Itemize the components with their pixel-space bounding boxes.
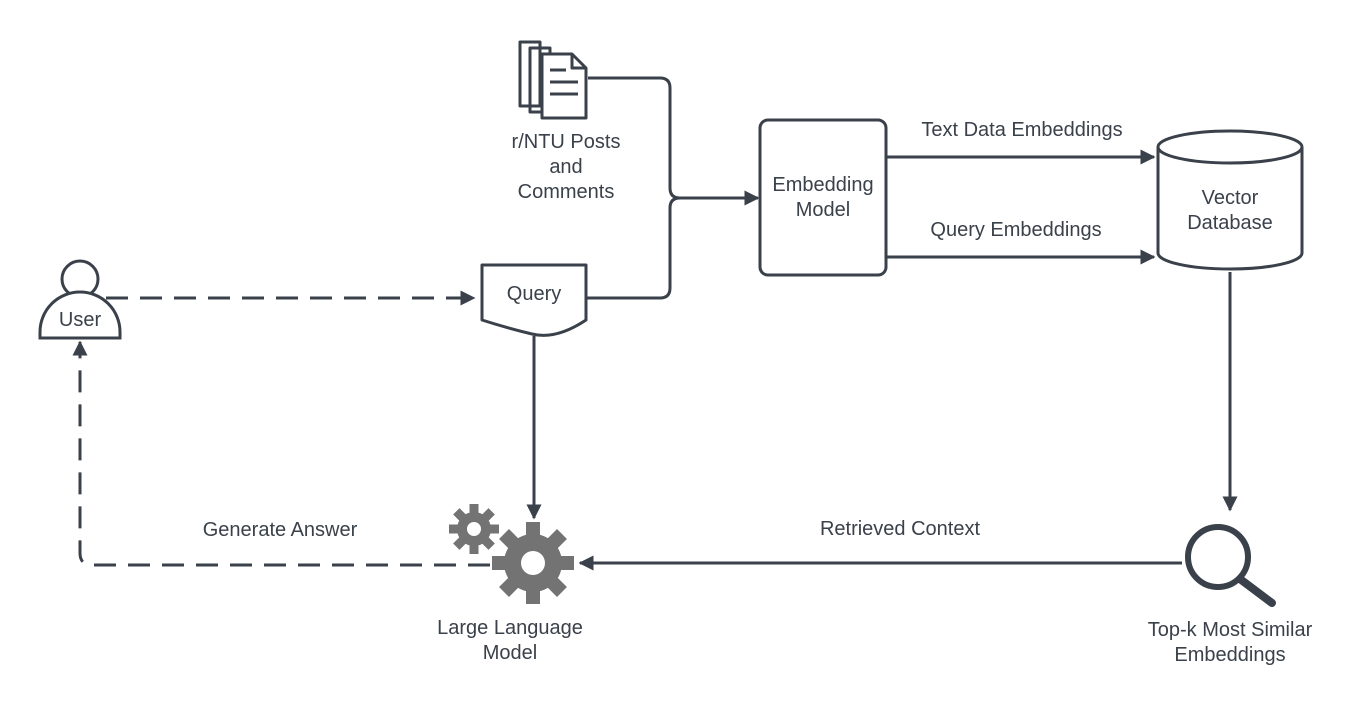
gears-icon: [449, 504, 574, 604]
vector-database-label: Vector Database: [1158, 186, 1302, 236]
documents-icon: [518, 40, 588, 120]
documents-label-line2: and: [549, 156, 583, 178]
user-label: User: [58, 309, 102, 331]
generate-answer-dashed-arrow: [72, 340, 490, 567]
database-icon: [1156, 129, 1304, 271]
query-embeddings-label: Query Embeddings: [930, 219, 1102, 241]
query-document-icon: [480, 263, 588, 337]
vector-database-label-line1: Vector: [1201, 187, 1259, 209]
embedding-model-label-line1: Embedding: [772, 174, 874, 196]
query-to-embedding-connector: [586, 196, 681, 300]
generate-answer-label: Generate Answer: [202, 519, 358, 541]
query-label: Query: [506, 283, 562, 305]
vector-database-label-line2: Database: [1187, 212, 1273, 234]
user-icon: [38, 259, 122, 340]
magnifier-icon: [1185, 524, 1276, 607]
llm-label-line1: Large Language: [437, 617, 583, 639]
embedding-model-label-line2: Model: [795, 199, 851, 221]
documents-label-line1: r/NTU Posts: [511, 131, 621, 153]
text-data-embeddings-label: Text Data Embeddings: [921, 119, 1123, 141]
topk-label-line2: Embeddings: [1174, 644, 1286, 666]
retrieved-context-label: Retrieved Context: [819, 518, 981, 540]
llm-label-line2: Model: [482, 642, 538, 664]
embedding-model-box: [758, 118, 888, 277]
llm-label: Large Language Model: [410, 616, 610, 666]
documents-label: r/NTU Posts and Comments: [500, 130, 632, 205]
topk-label-line1: Top-k Most Similar: [1147, 619, 1313, 641]
documents-label-line3: Comments: [517, 181, 615, 203]
topk-label: Top-k Most Similar Embeddings: [1120, 618, 1340, 668]
embedding-model-label: Embedding Model: [760, 173, 886, 223]
